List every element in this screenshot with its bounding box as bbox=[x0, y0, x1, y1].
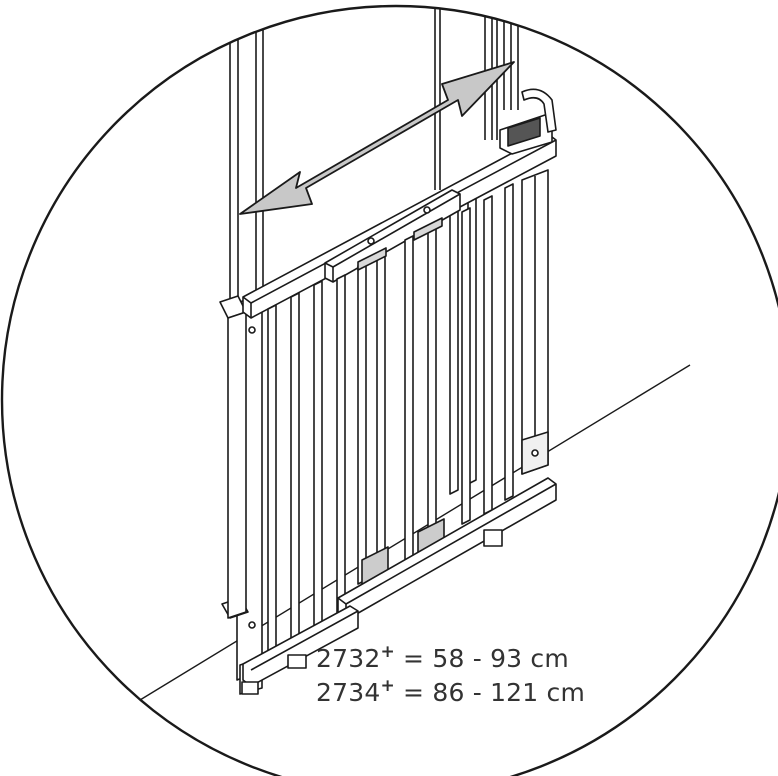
slat-brackets-top bbox=[357, 217, 443, 271]
size-range: = 86 - 121 cm bbox=[403, 678, 586, 707]
right-post bbox=[521, 169, 549, 475]
frame-circle bbox=[0, 4, 778, 776]
bottom-rail bbox=[242, 605, 359, 687]
left-post bbox=[219, 293, 263, 695]
floor-line bbox=[139, 364, 691, 701]
gate-feet bbox=[241, 529, 503, 695]
plus-mark: + bbox=[380, 676, 395, 696]
plus-mark: + bbox=[380, 642, 395, 662]
bottom-slider bbox=[337, 477, 557, 621]
pressure-lock-icon bbox=[499, 88, 557, 155]
model-number: 2734 bbox=[316, 678, 381, 707]
model-number: 2732 bbox=[316, 644, 381, 673]
double-arrow-icon bbox=[239, 61, 515, 215]
size-range: = 58 - 93 cm bbox=[403, 644, 569, 673]
size-spec-2734: 2734+ = 86 - 121 cm bbox=[316, 678, 586, 707]
size-spec-2732: 2732+ = 58 - 93 cm bbox=[316, 644, 569, 673]
top-slider bbox=[324, 189, 461, 283]
